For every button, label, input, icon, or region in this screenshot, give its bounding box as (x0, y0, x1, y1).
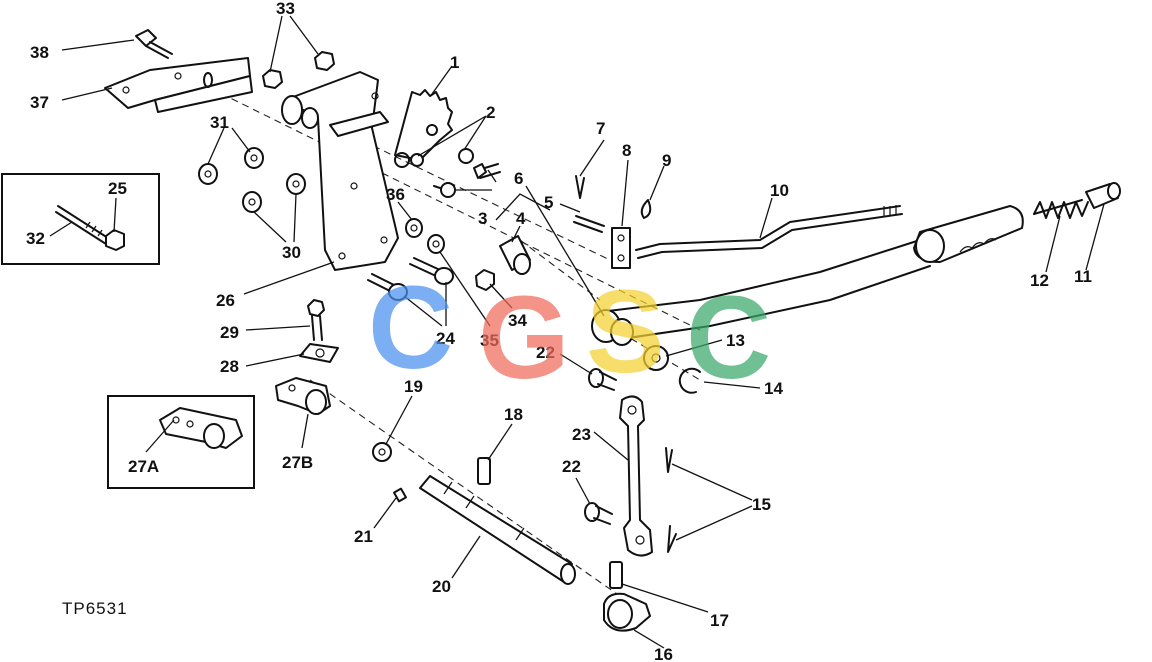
callout-20: 20 (432, 577, 451, 596)
callout-19: 19 (404, 377, 423, 396)
callout-22b: 22 (562, 457, 581, 476)
part-19-washer (372, 442, 392, 462)
part-10-rod (635, 205, 903, 259)
callout-28: 28 (220, 357, 239, 376)
part-9-clip (640, 199, 652, 219)
part-7-cotter-pin (575, 175, 585, 199)
callout-32: 32 (26, 229, 45, 248)
part-15-cotter-pins (665, 447, 677, 553)
part-16-arm (603, 592, 651, 632)
callout-4: 4 (516, 209, 526, 228)
part-17-roll-pin (609, 561, 623, 589)
watermark-letter-s: S (586, 266, 665, 398)
figure-reference: TP6531 (62, 599, 128, 618)
callout-27A: 27A (128, 457, 159, 476)
callout-1: 1 (450, 53, 459, 72)
part-11-knob (1085, 182, 1121, 209)
callout-29: 29 (220, 323, 239, 342)
callout-8: 8 (622, 141, 631, 160)
callout-24: 24 (436, 329, 455, 348)
watermark-letter-c1: C (368, 262, 453, 394)
part-20-shaft (419, 475, 576, 585)
callout-37: 37 (30, 93, 49, 112)
part-6-lever (591, 205, 1024, 346)
callout-30: 30 (282, 243, 301, 262)
callout-26: 26 (216, 291, 235, 310)
inset-box-27A (107, 395, 255, 489)
callout-21: 21 (354, 527, 373, 546)
part-23-link (619, 395, 653, 557)
callout-7: 7 (596, 119, 605, 138)
part-5-pin (573, 215, 605, 233)
watermark-cgsc: C G S C (368, 262, 771, 404)
callout-35: 35 (480, 331, 499, 350)
callout-12: 12 (1030, 271, 1049, 290)
part-32-bolt (55, 205, 109, 245)
part-25-nut (105, 229, 125, 251)
callout-22a: 22 (536, 343, 555, 362)
part-4-bushing (499, 235, 531, 275)
part-27B-clevis (275, 377, 331, 415)
callout-15: 15 (752, 495, 771, 514)
part-1-sector (394, 89, 453, 168)
callout-31: 31 (210, 113, 229, 132)
part-37-bracket (104, 57, 253, 113)
callout-16: 16 (654, 645, 673, 662)
part-27A-clevis (159, 407, 243, 449)
callout-3: 3 (478, 209, 487, 228)
watermark-letter-c2: C (686, 272, 771, 404)
callout-13: 13 (726, 331, 745, 350)
part-2-fasteners (410, 148, 501, 198)
callout-5: 5 (544, 193, 553, 212)
part-38-bolt (135, 29, 173, 59)
part-8-clevis (611, 227, 631, 269)
part-26-mounting-bracket (281, 71, 399, 271)
callout-17: 17 (710, 611, 729, 630)
callout-9: 9 (662, 151, 671, 170)
callout-18: 18 (504, 405, 523, 424)
part-21-key (393, 487, 407, 503)
callout-33: 33 (276, 0, 295, 18)
callout-11: 11 (1074, 267, 1092, 286)
callout-labels: 38 37 33 1 2 31 7 8 9 10 6 5 36 3 4 25 3… (26, 0, 1092, 662)
part-18-roll-pin (477, 457, 491, 485)
part-29-bolt (307, 299, 325, 341)
callout-25: 25 (108, 179, 127, 198)
part-22-bolts (584, 368, 617, 525)
callout-14: 14 (764, 379, 783, 398)
part-31-washers (198, 147, 264, 185)
part-34-nut (475, 269, 495, 291)
part-28-nut-plate (299, 343, 339, 363)
part-14-snap-ring (678, 367, 701, 394)
part-30-washers (242, 173, 306, 213)
part-35-washer (427, 234, 445, 254)
callout-10: 10 (770, 181, 789, 200)
callout-2: 2 (486, 103, 495, 122)
callout-27B: 27B (282, 453, 313, 472)
leader-lines (49, 15, 1105, 649)
callout-23: 23 (572, 425, 591, 444)
part-36-washer (405, 218, 423, 238)
callout-34: 34 (508, 311, 527, 330)
callout-36: 36 (386, 185, 405, 204)
watermark-letter-g: G (478, 272, 570, 404)
part-24-bolts (367, 257, 454, 301)
callout-38: 38 (30, 43, 49, 62)
part-12-spring (1033, 199, 1089, 219)
callout-6: 6 (514, 169, 523, 188)
inset-box-bolt-nut (1, 173, 160, 265)
part-13-washer (643, 345, 669, 371)
